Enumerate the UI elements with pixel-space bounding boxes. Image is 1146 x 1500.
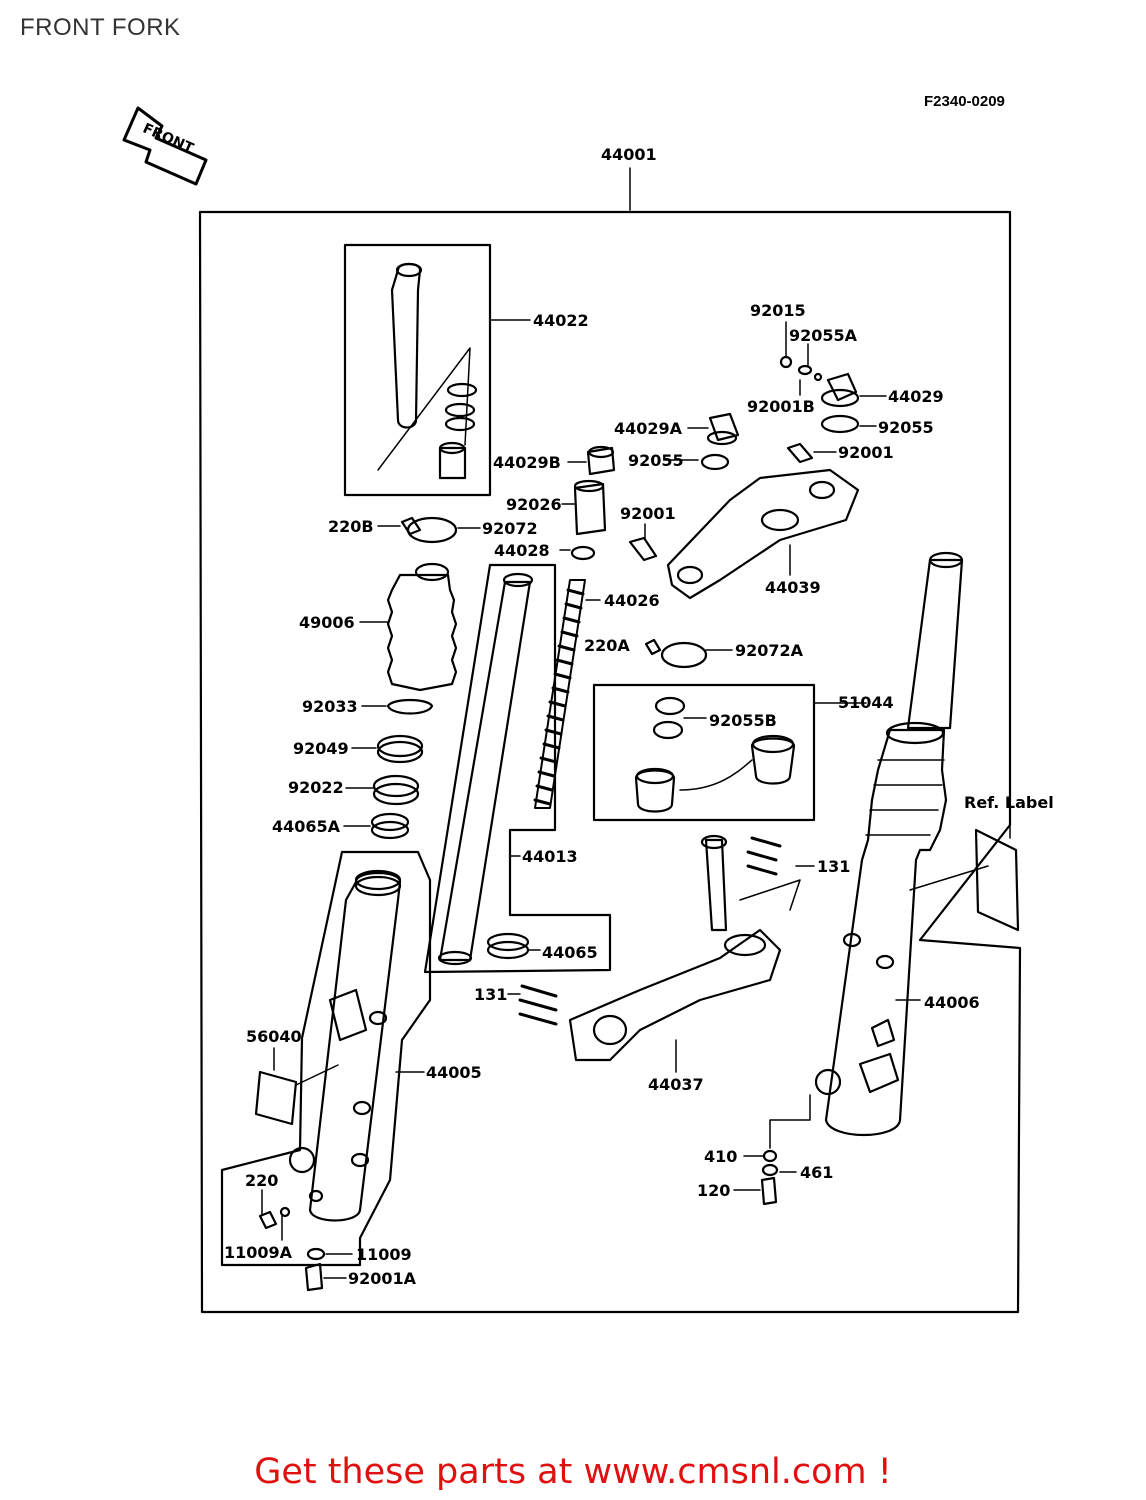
part-label-92015: 92015 bbox=[750, 301, 806, 320]
part-label-44006: 44006 bbox=[924, 993, 980, 1012]
ref-label-sticker bbox=[909, 811, 1020, 932]
oil-seal-kit-box bbox=[592, 683, 867, 822]
part-label-220a: 220A bbox=[584, 636, 630, 655]
fork-spring bbox=[533, 579, 586, 809]
part-label-461: 461 bbox=[800, 1163, 833, 1182]
bottom-fasteners bbox=[258, 1094, 811, 1292]
part-label-92049: 92049 bbox=[293, 739, 349, 758]
part-label-92055-2: 92055 bbox=[628, 451, 684, 470]
part-label-44028: 44028 bbox=[494, 541, 550, 560]
clamp-92072a bbox=[660, 641, 708, 669]
inner-tube-box bbox=[423, 563, 612, 974]
damper-kit-box bbox=[343, 243, 531, 497]
warning-sticker bbox=[254, 1064, 339, 1126]
part-label-49006: 49006 bbox=[299, 613, 355, 632]
fork-top-caps bbox=[400, 355, 860, 562]
lower-triple-clamp bbox=[518, 834, 801, 1062]
part-label-120: 120 bbox=[697, 1181, 730, 1200]
leader-lines bbox=[261, 321, 921, 1279]
part-label-92033: 92033 bbox=[302, 697, 358, 716]
front-arrow-icon bbox=[122, 106, 208, 186]
part-label-44026: 44026 bbox=[604, 591, 660, 610]
part-label-44065a: 44065A bbox=[272, 817, 341, 836]
part-label-92026: 92026 bbox=[506, 495, 562, 514]
clamp-92072 bbox=[406, 516, 458, 544]
part-label-131: 131 bbox=[817, 857, 850, 876]
part-label-44039: 44039 bbox=[765, 578, 821, 597]
part-label-ref-label: Ref. Label bbox=[964, 793, 1054, 812]
part-label-92001: 92001 bbox=[838, 443, 894, 462]
part-label-92072: 92072 bbox=[482, 519, 538, 538]
part-label-51044: 51044 bbox=[838, 693, 894, 712]
part-label-131-2: 131 bbox=[474, 985, 507, 1004]
part-label-220b: 220B bbox=[328, 517, 374, 536]
right-fork-leg bbox=[814, 551, 964, 1136]
part-labels: 44001 44022 92015 92055A 44029 92001B 92… bbox=[224, 145, 1054, 1288]
part-label-11009: 11009 bbox=[356, 1245, 412, 1264]
part-label-44029a: 44029A bbox=[614, 419, 683, 438]
part-label-44022: 44022 bbox=[533, 311, 589, 330]
part-label-44013: 44013 bbox=[522, 847, 578, 866]
part-label-44029b: 44029B bbox=[493, 453, 561, 472]
page-title: FRONT FORK bbox=[20, 14, 181, 41]
footer-banner: Get these parts at www.cmsnl.com ! bbox=[0, 1452, 1146, 1492]
part-label-92022: 92022 bbox=[288, 778, 344, 797]
left-fork-box bbox=[220, 850, 432, 1267]
part-label-92055: 92055 bbox=[878, 418, 934, 437]
footer-link[interactable]: Get these parts at www.cmsnl.com ! bbox=[254, 1452, 892, 1492]
upper-triple-clamp bbox=[666, 468, 860, 600]
diagram-code: F2340-0209 bbox=[924, 93, 1005, 110]
screw-220a bbox=[644, 638, 662, 656]
part-label-44037: 44037 bbox=[648, 1075, 704, 1094]
part-label-410: 410 bbox=[704, 1147, 737, 1166]
part-label-44001: 44001 bbox=[601, 145, 657, 164]
part-label-44005: 44005 bbox=[426, 1063, 482, 1082]
fork-boot bbox=[386, 562, 458, 692]
part-label-92055a: 92055A bbox=[789, 326, 858, 345]
part-label-11009a: 11009A bbox=[224, 1243, 293, 1262]
part-label-44065: 44065 bbox=[542, 943, 598, 962]
part-label-92072a: 92072A bbox=[735, 641, 804, 660]
part-label-92001b: 92001B bbox=[747, 397, 815, 416]
assembly-boundary bbox=[198, 167, 1022, 1314]
part-label-44029: 44029 bbox=[888, 387, 944, 406]
part-label-92001a: 92001A bbox=[348, 1269, 417, 1288]
part-label-220: 220 bbox=[245, 1171, 278, 1190]
part-label-92001-2: 92001 bbox=[620, 504, 676, 523]
part-label-56040: 56040 bbox=[246, 1027, 302, 1046]
part-label-92055b: 92055B bbox=[709, 711, 777, 730]
seal-rings bbox=[370, 698, 434, 840]
